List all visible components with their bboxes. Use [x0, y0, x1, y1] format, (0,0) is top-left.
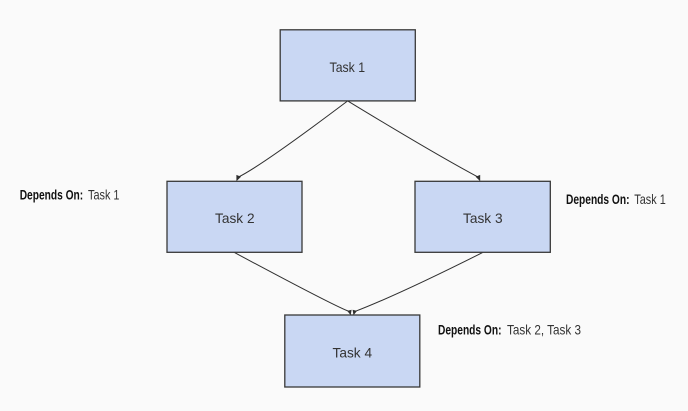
- svg-text:Task 2: Task 2: [215, 210, 255, 226]
- svg-text:Task 1: Task 1: [330, 59, 366, 75]
- svg-text:Depends On:Task 1: Depends On:Task 1: [20, 187, 120, 203]
- svg-text:Depends On:Task 2, Task 3: Depends On:Task 2, Task 3: [438, 321, 581, 337]
- svg-text:Depends On:Task 1: Depends On:Task 1: [566, 191, 666, 207]
- svg-text:Task 4: Task 4: [333, 344, 373, 360]
- svg-text:Task 3: Task 3: [463, 210, 503, 226]
